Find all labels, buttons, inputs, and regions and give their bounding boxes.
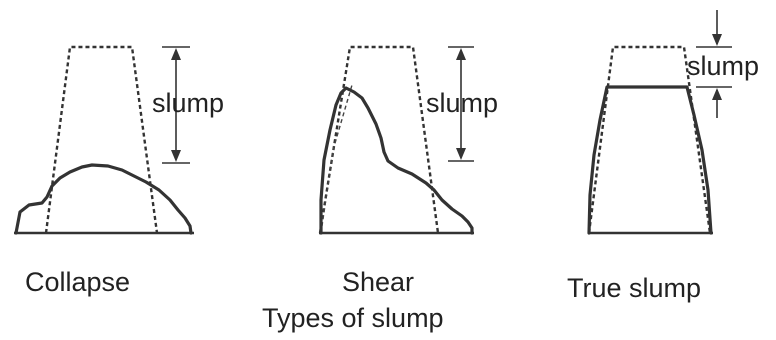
true-slump-slump-label: slump xyxy=(687,51,759,81)
shear-slump-label: slump xyxy=(426,88,498,118)
collapse-original-cone-outline xyxy=(44,45,159,234)
shear-slipped-cone-outline xyxy=(320,84,353,234)
figure-caption: Types of slump xyxy=(262,303,444,333)
collapse-label: Collapse xyxy=(25,267,130,297)
collapse-arrow-up xyxy=(171,48,181,60)
true-slump-diagram: slump True slump xyxy=(567,10,759,303)
collapse-slump-label: slump xyxy=(152,88,224,118)
shear-arrow-up xyxy=(456,48,466,60)
collapse-diagram: slump Collapse xyxy=(14,45,224,297)
shear-concrete-profile xyxy=(319,86,474,235)
shear-label: Shear xyxy=(342,267,414,297)
shear-arrow-down xyxy=(456,148,466,160)
true-slump-original-cone-outline xyxy=(587,45,712,234)
true-slump-label: True slump xyxy=(567,273,701,303)
true-slump-arrow-down xyxy=(712,34,722,46)
true-slump-arrow-up xyxy=(712,88,722,100)
shear-original-cone-outline xyxy=(318,45,440,234)
true-slump-concrete-profile xyxy=(587,85,713,235)
collapse-arrow-down xyxy=(171,150,181,162)
collapse-concrete-profile xyxy=(14,163,193,235)
shear-diagram: slump Shear xyxy=(318,45,498,297)
